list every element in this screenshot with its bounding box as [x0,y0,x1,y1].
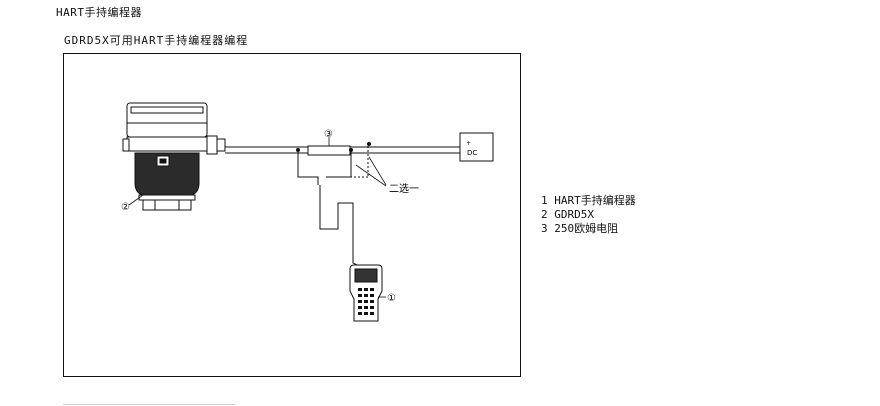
programmer-number-label: ① [387,293,396,304]
choose-one-label: 二选一 [389,182,419,195]
legend-item: 1 HART手持编程器 [541,194,636,207]
transmitter-device [122,102,226,211]
diagram-caption: GDRD5X可用HART手持编程器编程 [64,34,249,47]
transmitter-number-label: ② [121,202,130,213]
legend: 1 HART手持编程器 2 GDRD5X 3 250欧姆电阻 [541,194,636,236]
dc-plus-label: + [466,140,471,147]
dc-power-supply [459,132,494,162]
legend-item: 3 250欧姆电阻 [541,222,619,235]
dc-label: DC [467,149,477,157]
legend-item: 2 GDRD5X [541,208,594,221]
divider [63,404,235,405]
junction-dot [367,142,371,146]
resistor-250ohm [307,145,351,156]
wiring-diagram: ② ③ 二选一 + DC ① [121,102,494,322]
hart-handheld-programmer [349,264,383,322]
programmer-tap-wires [297,146,387,270]
resistor-number-label: ③ [324,129,333,140]
page-title: HART手持编程器 [56,6,142,19]
transmitter-leader-line [128,194,144,206]
diagram-frame [63,53,521,377]
